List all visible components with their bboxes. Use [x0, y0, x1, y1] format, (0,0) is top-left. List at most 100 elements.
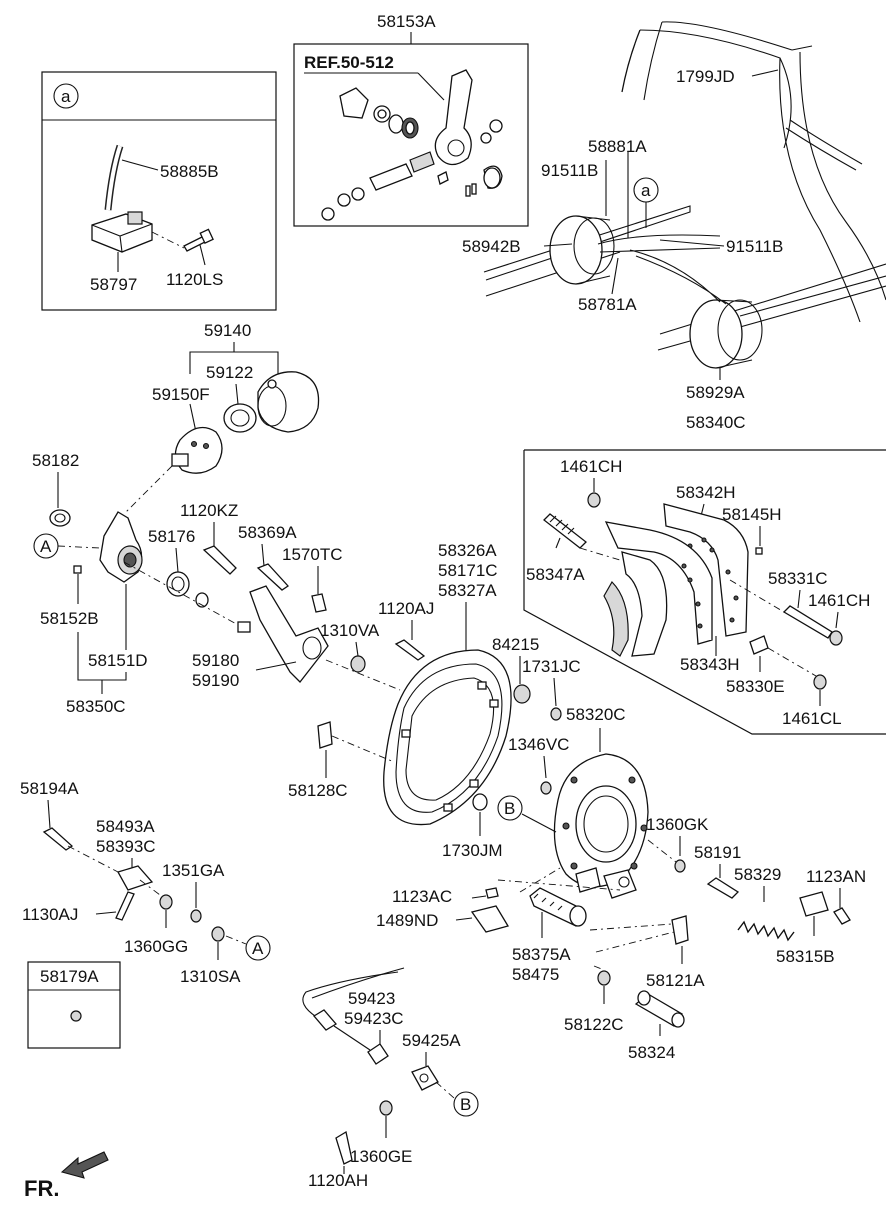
label-59425A: 59425A: [402, 1031, 461, 1050]
bushing-58122C: [597, 970, 611, 986]
label-58182: 58182: [32, 451, 79, 470]
label-1310VA: 1310VA: [320, 621, 380, 640]
nut-1310VA: [350, 655, 366, 673]
label-58324: 58324: [628, 1043, 675, 1062]
label-1360GG: 1360GG: [124, 937, 188, 956]
label-58493A: 58493A: [96, 817, 155, 836]
label-58342H: 58342H: [676, 483, 736, 502]
label-58375A: 58375A: [512, 945, 571, 964]
callout-circle-B-bottom: [453, 1091, 479, 1117]
label-58315B: 58315B: [776, 947, 835, 966]
inset-box-a: [41, 71, 277, 311]
diaphragm-59122: [223, 403, 257, 433]
label-1731JC: 1731JC: [522, 657, 581, 676]
bracket-1489ND: [470, 905, 509, 933]
label-1461CH-right: 1461CH: [808, 591, 870, 610]
air-chamber-rear: [689, 299, 743, 369]
bolt-1120AH: [335, 1130, 353, 1165]
bracket-58493A: [117, 865, 154, 891]
label-59122: 59122: [206, 363, 253, 382]
callout-circle-A-bottom: [245, 935, 271, 961]
pin-58347A: [543, 513, 587, 549]
label-1123AC: 1123AC: [392, 887, 452, 906]
label-58152B: 58152B: [40, 609, 99, 628]
callout-circle-a-box: [53, 83, 79, 109]
ring-58176: [166, 571, 190, 597]
label-59423C: 59423C: [344, 1009, 404, 1028]
label-91511B-left: 91511B: [541, 161, 598, 180]
label-91511B-right: 91511B: [726, 237, 783, 256]
valve-58797: [91, 213, 153, 253]
label-1360GK: 1360GK: [646, 815, 709, 834]
spring-58329: [737, 920, 795, 942]
plug-1730JM: [472, 793, 488, 811]
label-58340C: 58340C: [686, 413, 746, 432]
callout-B-bottom: B: [460, 1095, 471, 1114]
seal-58182: [49, 509, 71, 527]
label-1799JD: 1799JD: [676, 67, 735, 86]
label-58122C: 58122C: [564, 1015, 624, 1034]
bolt-58369A: [256, 563, 289, 591]
bolt-58194A: [42, 827, 74, 851]
callout-a-main: a: [641, 181, 651, 200]
label-58145H: 58145H: [722, 505, 782, 524]
plug-84215: [513, 684, 531, 704]
callout-B-mid: B: [504, 799, 515, 818]
label-58121A: 58121A: [646, 971, 705, 990]
bolt-58191: [706, 877, 740, 899]
roller-58330E: [749, 635, 769, 655]
label-1123AN: 1123AN: [806, 867, 866, 886]
label-59190: 59190: [192, 671, 239, 690]
label-58320C: 58320C: [566, 705, 626, 724]
label-1130AJ: 1130AJ: [22, 905, 78, 924]
label-1461CL: 1461CL: [782, 709, 842, 728]
label-58781A: 58781A: [578, 295, 637, 314]
label-1461CH-top: 1461CH: [560, 457, 622, 476]
label-59150F: 59150F: [152, 385, 210, 404]
label-58347A: 58347A: [526, 565, 585, 584]
label-84215: 84215: [492, 635, 539, 654]
label-58327A: 58327A: [438, 581, 497, 600]
label-58171C: 58171C: [438, 561, 498, 580]
label-1120AH: 1120AH: [308, 1171, 368, 1190]
label-1346VC: 1346VC: [508, 735, 569, 754]
label-58330E: 58330E: [726, 677, 785, 696]
callout-A-bottom: A: [252, 939, 264, 958]
label-58343H: 58343H: [680, 655, 740, 674]
label-58393C: 58393C: [96, 837, 156, 856]
slack-adjuster-arm: [434, 69, 473, 166]
label-58151D: 58151D: [88, 651, 148, 670]
label-1360GE: 1360GE: [350, 1147, 412, 1166]
dust-shield-58326A: [383, 649, 512, 826]
lining-58342H: [663, 503, 749, 637]
label-59140: 59140: [204, 321, 251, 340]
sensor-cable-59423: [302, 971, 399, 1019]
clip-58315B: [799, 891, 829, 917]
nipple-1570TC: [311, 593, 327, 613]
label-1120AJ: 1120AJ: [378, 599, 434, 618]
sensor-59423: [313, 1009, 337, 1031]
label-1570TC: 1570TC: [282, 545, 342, 564]
label-1730JM: 1730JM: [442, 841, 502, 860]
box-58179A: [27, 961, 121, 1049]
label-front-direction: FR.: [24, 1176, 59, 1201]
label-58331C: 58331C: [768, 569, 828, 588]
label-59180: 59180: [192, 651, 239, 670]
shoe-58343H: [604, 521, 713, 645]
part-58179A: [70, 1010, 82, 1022]
label-1489ND: 1489ND: [376, 911, 438, 930]
slack-adjuster-box: [293, 43, 529, 227]
callout-a-box: a: [61, 87, 71, 106]
label-58326A: 58326A: [438, 541, 497, 560]
pin-58331C: [782, 605, 833, 639]
label-58885B: 58885B: [160, 162, 219, 181]
bolt-1130AJ: [115, 891, 135, 921]
label-58194A: 58194A: [20, 779, 79, 798]
label-1310SA: 1310SA: [180, 967, 241, 986]
label-58329: 58329: [734, 865, 781, 884]
label-58881A: 58881A: [588, 137, 647, 156]
chamber-housing-59140: [257, 371, 320, 433]
plug-58128C: [317, 721, 333, 749]
label-58475: 58475: [512, 965, 559, 984]
